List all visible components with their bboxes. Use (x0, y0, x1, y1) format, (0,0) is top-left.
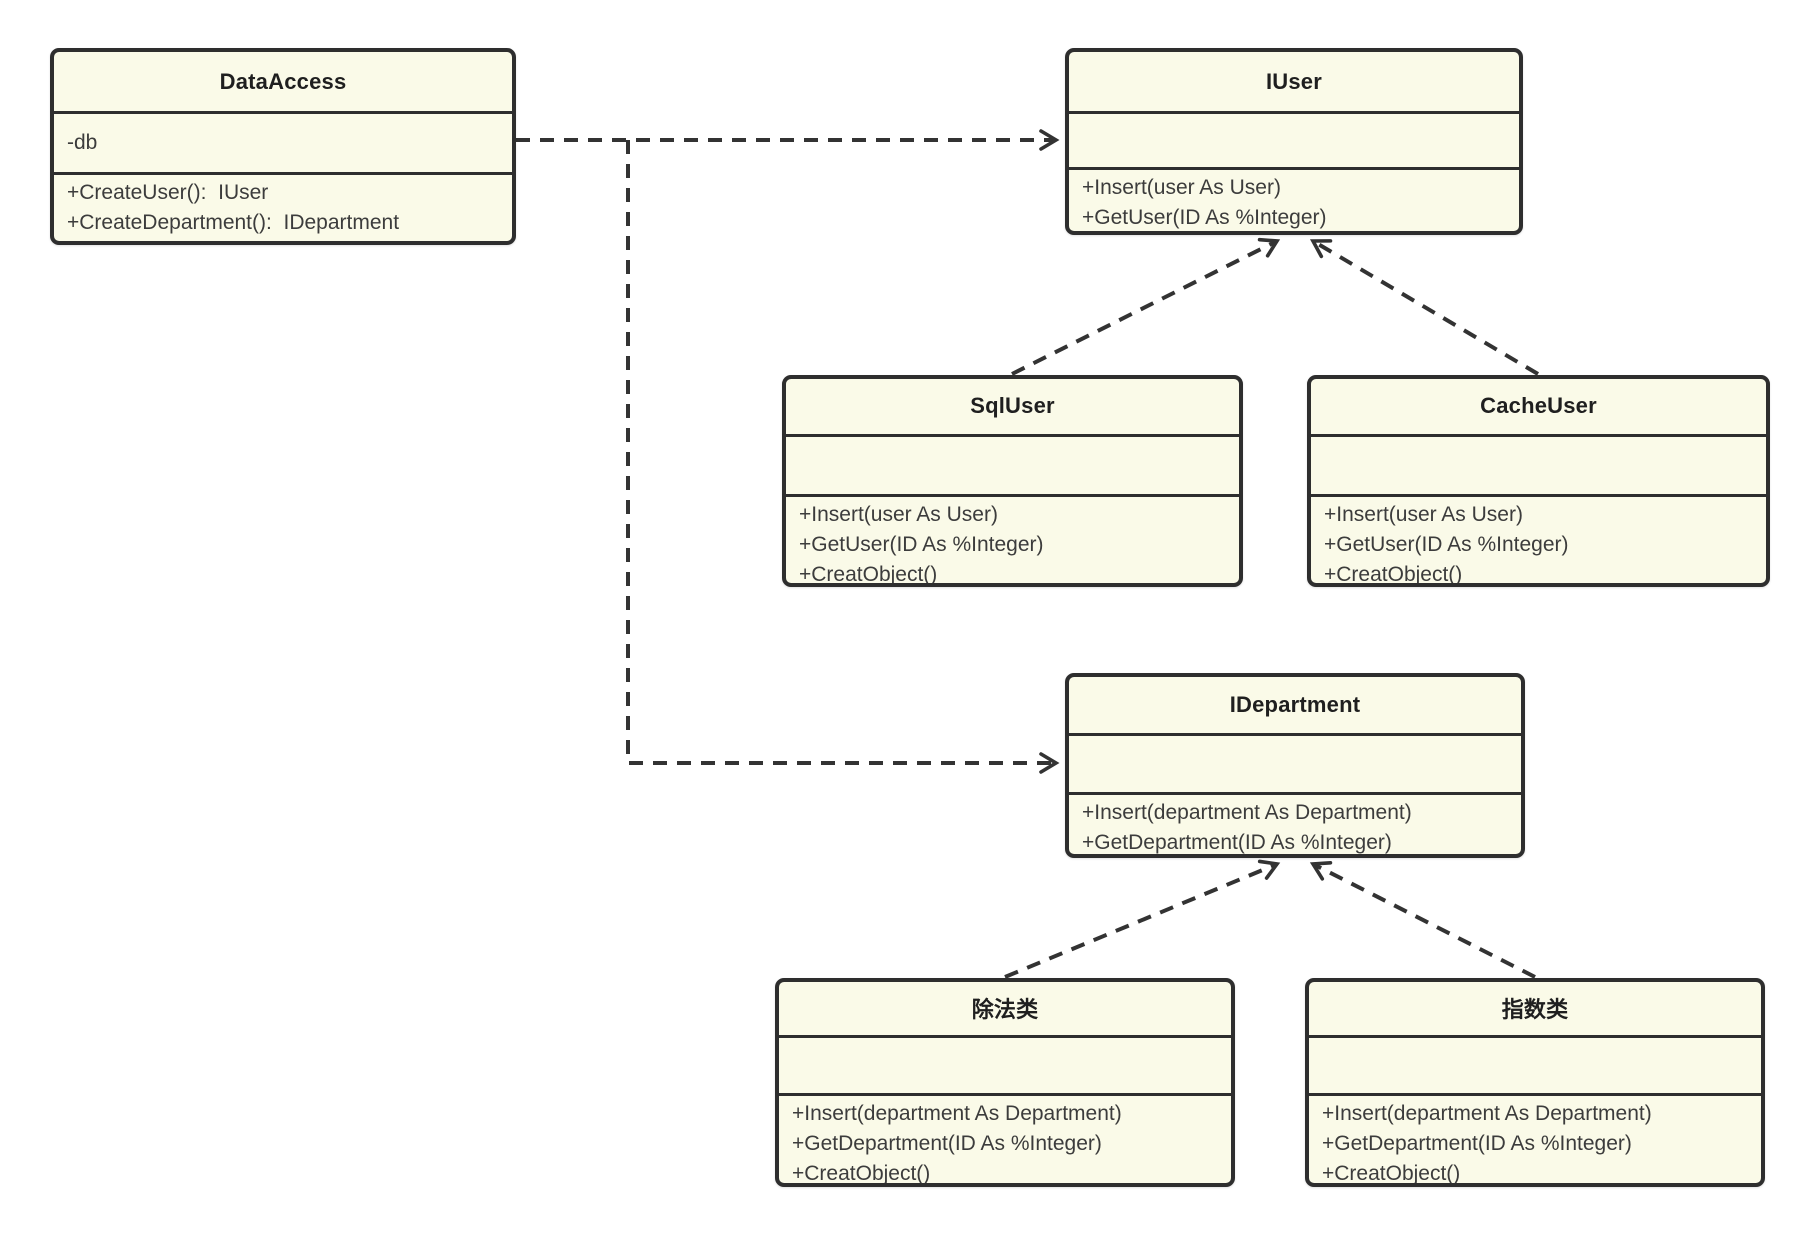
class-attributes-dataaccess: -db (54, 111, 512, 171)
class-methods-division-class: +Insert(department As Department) +GetDep… (779, 1092, 1231, 1183)
class-title-exponent-class: 指数类 (1501, 997, 1569, 1023)
method-line: +GetUser(ID As %Integer) (799, 533, 1044, 557)
class-attributes-idepartment (1069, 733, 1521, 791)
class-methods-idepartment: +Insert(department As Department) +GetDep… (1069, 791, 1521, 854)
method-line: +CreatObject() (1322, 1161, 1461, 1183)
connector-exponent-to-idepartment[interactable] (1309, 860, 1536, 979)
method-line: +CreatObject() (799, 563, 938, 583)
method-line: +Insert(user As User) (1082, 175, 1281, 199)
class-methods-sqluser: +Insert(user As User) +GetUser(ID As %Int… (786, 494, 1239, 583)
class-methods-cacheuser: +Insert(user As User) +GetUser(ID As %Int… (1311, 494, 1766, 583)
method-line: +GetDepartment(ID As %Integer) (1322, 1131, 1632, 1155)
class-methods-iuser: +Insert(user As User) +GetUser(ID As %Int… (1069, 166, 1519, 231)
method-line: +CreateDepartment(): IDepartment (67, 210, 400, 234)
method-line: +Insert(user As User) (1324, 503, 1523, 527)
class-attributes-iuser (1069, 111, 1519, 167)
class-box-cacheuser[interactable]: CacheUser +Insert(user As User) +GetUser(I… (1307, 375, 1770, 587)
method-line: +GetDepartment(ID As %Integer) (1082, 830, 1392, 854)
attribute-line: -db (67, 131, 98, 155)
class-box-dataaccess[interactable]: DataAccess-db+CreateUser(): IUser+Create… (50, 48, 516, 245)
method-line: +CreatObject() (792, 1161, 931, 1183)
class-attributes-sqluser (786, 433, 1239, 495)
class-methods-exponent-class: +Insert(department As Department) +GetDep… (1309, 1092, 1761, 1183)
class-attributes-cacheuser (1311, 433, 1766, 495)
class-box-iuser[interactable]: IUser +Insert(user As User) +GetUser(ID As… (1065, 48, 1523, 235)
method-line: +Insert(department As Department) (1082, 800, 1412, 824)
class-title-division-class: 除法类 (971, 997, 1039, 1023)
method-line: +GetDepartment(ID As %Integer) (792, 1131, 1102, 1155)
connector-sqluser-to-iuser[interactable] (1011, 237, 1281, 376)
class-attributes-division-class (779, 1034, 1231, 1093)
method-line: +GetUser(ID As %Integer) (1082, 205, 1327, 229)
method-line: +Insert(department As Department) (1322, 1101, 1652, 1125)
method-line: +Insert(user As User) (799, 503, 998, 527)
method-line: +CreatObject() (1324, 563, 1463, 583)
class-box-idepartment[interactable]: IDepartment +Insert(department As Departm… (1065, 673, 1525, 858)
connector-division-to-idepartment[interactable] (1004, 859, 1281, 979)
class-attributes-exponent-class (1309, 1034, 1761, 1093)
class-title-idepartment: IDepartment (1229, 692, 1361, 718)
class-title-cacheuser: CacheUser (1480, 393, 1597, 419)
class-title-sqluser: SqlUser (970, 393, 1055, 419)
method-line: +GetUser(ID As %Integer) (1324, 533, 1569, 557)
class-box-division-class[interactable]: 除法类 +Insert(department As Department) +Get… (775, 978, 1235, 1187)
method-line: +Insert(department As Department) (792, 1101, 1122, 1125)
class-box-exponent-class[interactable]: 指数类 +Insert(department As Department) +Get… (1305, 978, 1765, 1187)
method-line: +CreateUser(): IUser (67, 180, 269, 204)
class-box-sqluser[interactable]: SqlUser +Insert(user As User) +GetUser(ID … (782, 375, 1243, 587)
connector-cacheuser-to-iuser[interactable] (1309, 239, 1540, 376)
class-methods-dataaccess: +CreateUser(): IUser +CreateDepartment():… (54, 171, 512, 241)
class-title-iuser: IUser (1265, 68, 1323, 94)
class-title-dataaccess: DataAccess (219, 68, 347, 94)
